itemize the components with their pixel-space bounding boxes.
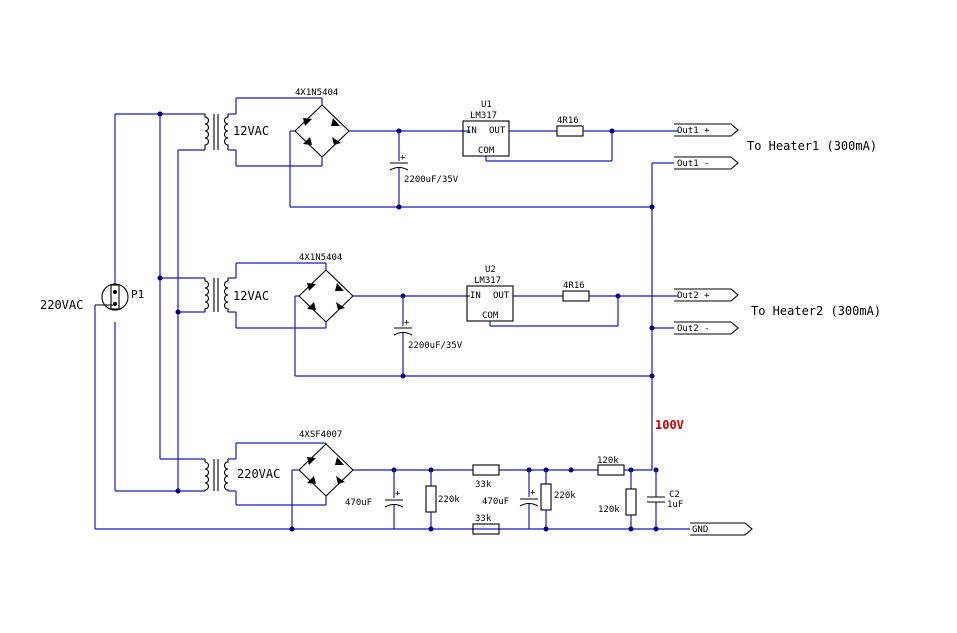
- svg-text:+: +: [395, 489, 401, 499]
- port-out2-plus-label: Out2 +: [677, 291, 710, 301]
- port-out1-plus-label: Out1 +: [677, 126, 710, 136]
- transformer-3-label: 220VAC: [237, 467, 280, 481]
- hv-res-120k-b-label: 120k: [598, 505, 620, 515]
- hv-res-33k-a: [472, 464, 598, 476]
- capacitor-c2-main: +: [393, 293, 413, 376]
- bridge-2-label: 4X1N5404: [299, 253, 342, 263]
- capacitor-c2-label: 2200uF/35V: [408, 341, 463, 351]
- bridge-3: [236, 442, 473, 532]
- bridge-1-label: 4X1N5404: [295, 88, 338, 98]
- port-out1-minus-label: Out1 -: [677, 159, 710, 169]
- transformer-2-label: 12VAC: [233, 289, 269, 303]
- resistor-r1-label: 4R16: [557, 116, 579, 126]
- u2-wiring: [295, 290, 678, 379]
- hv-res-220k-a-label: 220k: [438, 495, 460, 505]
- capacitor-c1: +: [389, 128, 409, 207]
- capacitor-c2-1uf: [647, 467, 665, 532]
- regulator-u1-pin-com: COM: [478, 146, 495, 156]
- negative-bus: [649, 163, 655, 470]
- svg-text:+: +: [404, 318, 410, 328]
- regulator-u1-pin-out: OUT: [489, 126, 506, 136]
- plug-p1: [95, 283, 129, 311]
- transformer-3: [204, 443, 237, 505]
- regulator-u2-pin-in: IN: [470, 291, 481, 301]
- svg-text:+: +: [400, 153, 406, 163]
- transformer-2: [204, 263, 237, 328]
- hv-res-220k-b-label: 220k: [554, 491, 576, 501]
- port-gnd: [690, 522, 753, 536]
- hv-res-120k-b: [625, 470, 637, 532]
- hv-res-33k-b-label: 33k: [475, 514, 492, 524]
- regulator-u2-pin-com: COM: [482, 311, 499, 321]
- hv-cap-470-b-label: 470uF: [482, 497, 509, 507]
- transformer-1-label: 12VAC: [233, 124, 269, 138]
- hv-res-33k-a-label: 33k: [475, 480, 492, 490]
- regulator-u2-type: LM317: [474, 276, 501, 286]
- hv-cap-470-b: +: [519, 467, 539, 529]
- port-out2-minus: [652, 321, 739, 335]
- bridge-2: [236, 262, 470, 376]
- regulator-u2-ref: U2: [485, 265, 496, 275]
- heater2-label: To Heater2 (300mA): [751, 304, 881, 318]
- hv-res-220k-b: [540, 467, 552, 532]
- transformer-1: [204, 98, 237, 166]
- port-out1-minus: [652, 156, 739, 170]
- regulator-u1-pin-in: IN: [466, 126, 477, 136]
- regulator-u1-ref: U1: [481, 100, 492, 110]
- capacitor-c2-1uf-value: 1uF: [667, 500, 683, 510]
- u1-wiring: [290, 125, 678, 210]
- plug-label: P1: [131, 288, 144, 301]
- port-out2-minus-label: Out2 -: [677, 324, 710, 334]
- hv-res-220k-a: [425, 467, 437, 532]
- bridge-3-label: 4XSF4007: [299, 430, 342, 440]
- port-out2-plus: [674, 288, 739, 302]
- hv-res-120k-a: [597, 464, 652, 476]
- svg-text:+: +: [530, 488, 536, 498]
- capacitor-c1-label: 2200uF/35V: [404, 175, 459, 185]
- voltage-100v-label: 100V: [655, 418, 684, 432]
- mains-label: 220VAC: [40, 298, 83, 312]
- heater1-label: To Heater1 (300mA): [747, 139, 877, 153]
- regulator-u1-type: LM317: [470, 111, 497, 121]
- capacitor-c2-1uf-ref: C2: [669, 490, 680, 500]
- port-gnd-label: GND: [692, 525, 708, 535]
- bridge-1: [236, 97, 470, 207]
- port-out1-plus: [674, 123, 739, 137]
- mains-wiring: [94, 111, 690, 530]
- hv-cap-470-a: +: [384, 467, 404, 529]
- resistor-r2-label: 4R16: [563, 281, 585, 291]
- hv-cap-470-a-label: 470uF: [345, 498, 372, 508]
- hv-res-33k-b: [472, 523, 500, 535]
- regulator-u2-pin-out: OUT: [493, 291, 510, 301]
- hv-res-120k-a-label: 120k: [597, 456, 619, 466]
